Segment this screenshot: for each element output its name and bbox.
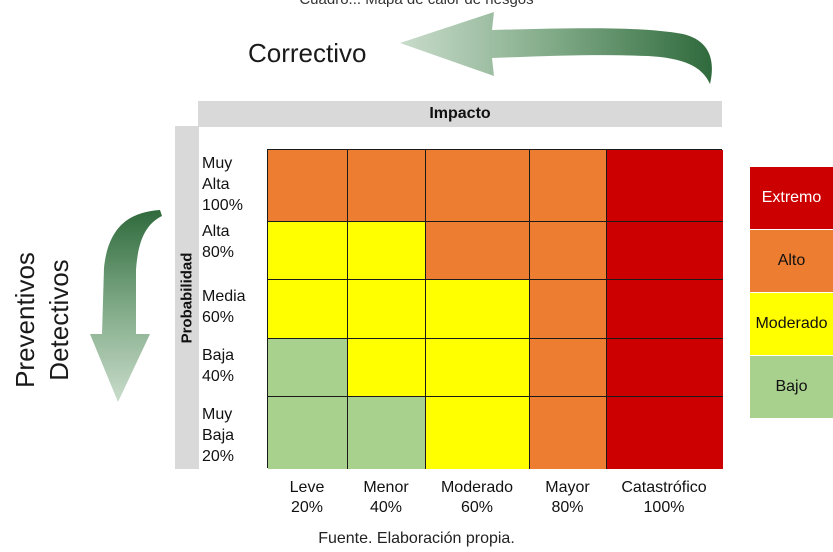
legend-item-extremo: Extremo	[750, 166, 833, 229]
heat-cell	[607, 222, 723, 280]
heat-cell	[426, 339, 530, 397]
column-label-mayor: Mayor 80%	[545, 479, 590, 516]
heat-cell	[426, 150, 530, 222]
column-label-moderado: Moderado 60%	[440, 479, 514, 516]
row-label-baja: Baja 40%	[202, 347, 235, 385]
row-label-media: Media 60%	[202, 288, 246, 326]
heat-cell	[607, 339, 723, 397]
heat-cell	[348, 280, 426, 339]
row-label-muy-baja: Muy Baja 20%	[202, 406, 235, 465]
heat-cell	[530, 280, 607, 339]
heat-cell	[268, 397, 348, 469]
heat-cell	[348, 222, 426, 280]
heat-cell	[348, 397, 426, 469]
heat-cell	[530, 222, 607, 280]
heat-cell	[348, 150, 426, 222]
heat-cell	[268, 222, 348, 280]
legend-item-bajo: Bajo	[750, 355, 833, 418]
row-label-alta: Alta 80%	[202, 223, 235, 261]
preventive-label: Preventivos	[10, 252, 40, 388]
heat-cell	[268, 150, 348, 222]
column-label-menor: Menor 40%	[363, 479, 409, 516]
risk-level-legend: Extremo Alto Moderado Bajo	[750, 166, 833, 418]
corrective-arrow-icon	[400, 12, 712, 84]
risk-heat-map	[267, 149, 723, 469]
heat-cell	[607, 280, 723, 339]
heat-cell	[348, 339, 426, 397]
column-label-catastrofico: Catastrófico 100%	[621, 479, 707, 516]
column-label-leve: Leve 20%	[289, 479, 325, 516]
probability-axis-title: Probabilidad	[178, 252, 196, 344]
cropped-header-text: Cuadro... Mapa de calor de riesgos	[0, 0, 833, 12]
row-label-muy-alta: Muy Alta 100%	[202, 155, 243, 214]
probability-axis-bar: Probabilidad	[175, 126, 199, 469]
heat-cell	[607, 150, 723, 222]
legend-item-alto: Alto	[750, 229, 833, 292]
legend-item-moderado: Moderado	[750, 292, 833, 355]
heat-cell	[268, 339, 348, 397]
heat-cell	[530, 150, 607, 222]
preventive-arrow-icon	[90, 210, 162, 402]
preventive-detective-label: Preventivos Detectivos	[8, 245, 76, 395]
figure-caption: Fuente. Elaboración propia.	[318, 530, 515, 547]
heat-cell	[426, 280, 530, 339]
heat-cell	[607, 397, 723, 469]
heat-cell	[530, 339, 607, 397]
heat-cell	[426, 397, 530, 469]
corrective-label: Correctivo	[248, 38, 367, 68]
heat-cell	[426, 222, 530, 280]
impact-axis-title: Impacto	[198, 101, 722, 127]
heat-cell	[268, 280, 348, 339]
detective-label: Detectivos	[44, 259, 74, 381]
heat-cell	[530, 397, 607, 469]
